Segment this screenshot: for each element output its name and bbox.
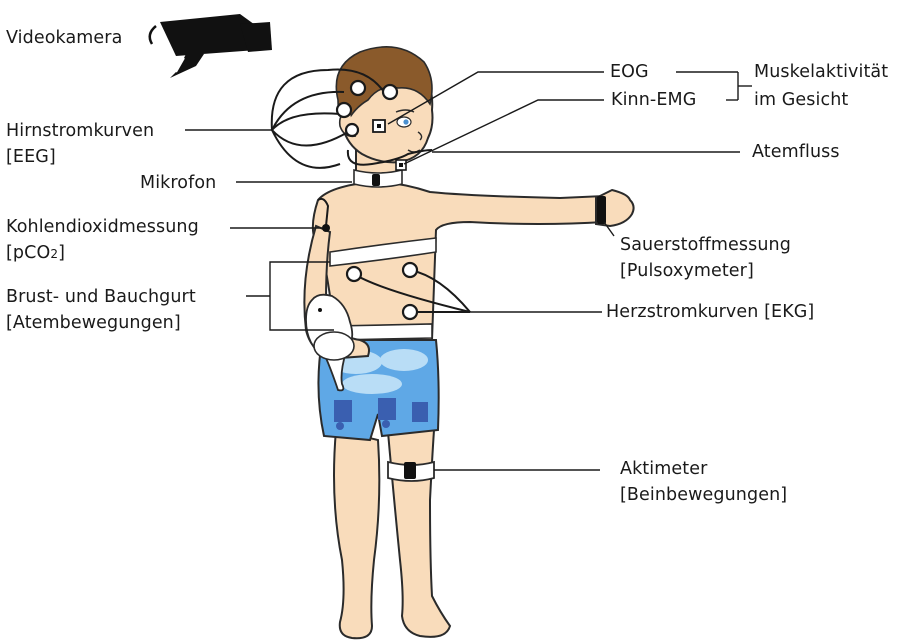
label-ekg: Herzstromkurven [EKG] bbox=[606, 301, 814, 323]
label-spo2-sub: [Pulsoxymeter] bbox=[620, 260, 754, 282]
microphone-collar bbox=[354, 170, 402, 187]
label-belt-title: Brust- und Bauchgurt bbox=[6, 286, 196, 308]
eog-sensor bbox=[373, 120, 385, 132]
label-aktimeter-title: Aktimeter bbox=[620, 458, 707, 480]
label-eog: EOG bbox=[610, 61, 649, 83]
label-muscle-sub: im Gesicht bbox=[754, 89, 848, 111]
label-kinn-emg: Kinn-EMG bbox=[611, 89, 696, 111]
label-eeg-title: Hirnstromkurven bbox=[6, 120, 154, 142]
legs bbox=[334, 430, 450, 638]
head bbox=[336, 47, 432, 184]
label-belt-sub: [Atembewegungen] bbox=[6, 312, 181, 334]
label-muscle-title: Muskelaktivität bbox=[754, 61, 888, 83]
label-pco2-sub: [pCO2] bbox=[6, 242, 65, 265]
label-pco2-title: Kohlendioxidmessung bbox=[6, 216, 199, 238]
label-atemfluss: Atemfluss bbox=[752, 141, 840, 163]
video-camera-icon bbox=[150, 14, 272, 78]
chin-emg-sensor bbox=[396, 160, 406, 170]
arm bbox=[596, 190, 634, 226]
label-spo2-title: Sauerstoffmessung bbox=[620, 234, 791, 256]
label-eeg-sub: [EEG] bbox=[6, 146, 56, 168]
label-mikrofon: Mikrofon bbox=[140, 172, 216, 194]
label-videokamera: Videokamera bbox=[6, 27, 122, 49]
label-aktimeter-sub: [Beinbewegungen] bbox=[620, 484, 787, 506]
actimeter-band bbox=[388, 462, 434, 481]
